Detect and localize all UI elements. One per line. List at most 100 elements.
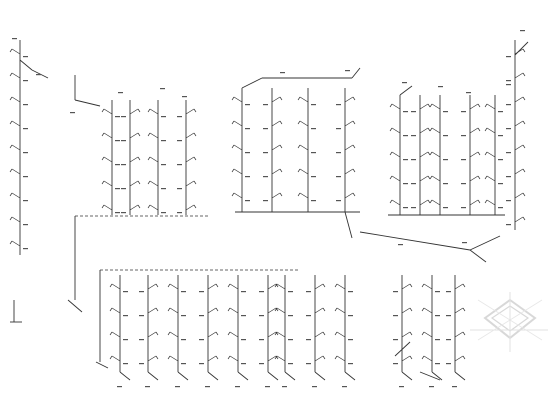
annotation-mark xyxy=(181,291,186,293)
fixture-branch xyxy=(207,307,217,314)
annotation-mark xyxy=(123,339,128,341)
fixture-branch xyxy=(391,151,401,158)
annotation-mark xyxy=(288,315,293,317)
annotation-mark xyxy=(461,207,466,209)
fixture-branch xyxy=(109,331,113,336)
fixture-branch xyxy=(11,240,21,247)
annotation-mark xyxy=(117,386,122,388)
fixture-branch xyxy=(147,108,151,113)
fixture-branch xyxy=(169,355,179,362)
fixture-branch xyxy=(9,192,13,197)
fixture-branch xyxy=(299,168,309,175)
annotation-mark xyxy=(245,200,250,202)
annotation-mark xyxy=(498,111,503,113)
fixture-branch xyxy=(469,151,479,158)
fixture-branch xyxy=(137,108,141,113)
annotation-mark xyxy=(443,159,448,161)
annotation-mark xyxy=(306,291,311,293)
fixture-branch xyxy=(276,355,286,362)
fixture-branch xyxy=(421,331,425,336)
fixture-branch xyxy=(514,216,524,223)
annotation-mark xyxy=(336,176,341,178)
annotation-mark xyxy=(181,363,186,365)
fixture-branch xyxy=(274,307,278,312)
annotation-mark xyxy=(23,56,28,58)
fixture-branch xyxy=(207,355,217,362)
fixture-branch xyxy=(514,48,524,55)
annotation-mark xyxy=(461,135,466,137)
fixture-branch xyxy=(484,199,488,204)
annotation-mark xyxy=(403,135,408,137)
fixture-branch xyxy=(231,120,235,125)
fixture-branch xyxy=(9,72,13,77)
fixture-branch xyxy=(522,120,526,125)
fixture-branch xyxy=(215,331,219,336)
annotation-mark xyxy=(177,116,182,118)
annotation-mark xyxy=(241,363,246,365)
fixture-branch xyxy=(274,331,278,336)
fixture-branch xyxy=(149,108,159,115)
fixture-branch xyxy=(185,132,195,139)
fixture-branch xyxy=(522,168,526,173)
connector-pipe xyxy=(469,249,487,263)
annotation-mark xyxy=(438,86,443,88)
fixture-branch xyxy=(11,96,21,103)
fixture-branch xyxy=(334,307,338,312)
annotation-mark xyxy=(181,315,186,317)
fixture-branch xyxy=(297,144,301,149)
annotation-mark xyxy=(506,128,511,130)
fixture-branch xyxy=(193,156,197,161)
annotation-mark xyxy=(498,183,503,185)
fixture-branch xyxy=(314,355,324,362)
fixture-branch xyxy=(429,127,433,132)
fixture-branch xyxy=(429,103,433,108)
fixture-branch xyxy=(185,180,195,187)
fixture-branch xyxy=(101,204,105,209)
fixture-branch xyxy=(227,283,231,288)
annotation-mark xyxy=(411,159,416,161)
annotation-mark xyxy=(288,291,293,293)
annotation-mark xyxy=(411,183,416,185)
fixture-branch xyxy=(103,108,113,115)
fixture-branch xyxy=(299,144,309,151)
fixture-branch xyxy=(352,144,356,149)
fixture-branch xyxy=(167,331,171,336)
fixture-branch xyxy=(462,355,466,360)
fixture-branch xyxy=(147,132,151,137)
outlet-pipe xyxy=(344,371,356,381)
fixture-branch xyxy=(149,156,159,163)
fixture-branch xyxy=(314,283,324,290)
pipe-network xyxy=(10,40,529,381)
fixture-branch xyxy=(334,355,338,360)
fixture-branch xyxy=(267,331,277,338)
fixture-branch xyxy=(101,132,105,137)
annotation-mark xyxy=(306,315,311,317)
annotation-mark xyxy=(245,176,250,178)
outlet-pipe xyxy=(314,371,326,381)
annotation-mark xyxy=(498,207,503,209)
fixture-branch xyxy=(267,283,277,290)
fixture-branch xyxy=(111,283,121,290)
fixture-branch xyxy=(469,103,479,110)
fixture-branch xyxy=(271,192,281,199)
fixture-branch xyxy=(419,103,429,110)
fixture-branch xyxy=(344,96,354,103)
base-pipe xyxy=(95,361,109,369)
fixture-branch xyxy=(129,132,139,139)
annotation-mark xyxy=(403,111,408,113)
annotation-mark xyxy=(259,315,264,317)
fixture-branch xyxy=(427,151,431,156)
fixture-branch xyxy=(11,120,21,127)
annotation-mark xyxy=(348,339,353,341)
fixture-branch xyxy=(169,331,179,338)
fixture-branch xyxy=(129,180,139,187)
fixture-branch xyxy=(109,355,113,360)
fixture-branch xyxy=(11,168,21,175)
fixture-branch xyxy=(334,283,338,288)
fixture-branch xyxy=(401,355,411,362)
annotation-mark xyxy=(398,244,403,246)
annotation-mark xyxy=(23,152,28,154)
fixture-branch xyxy=(401,331,411,338)
annotation-mark xyxy=(121,116,126,118)
